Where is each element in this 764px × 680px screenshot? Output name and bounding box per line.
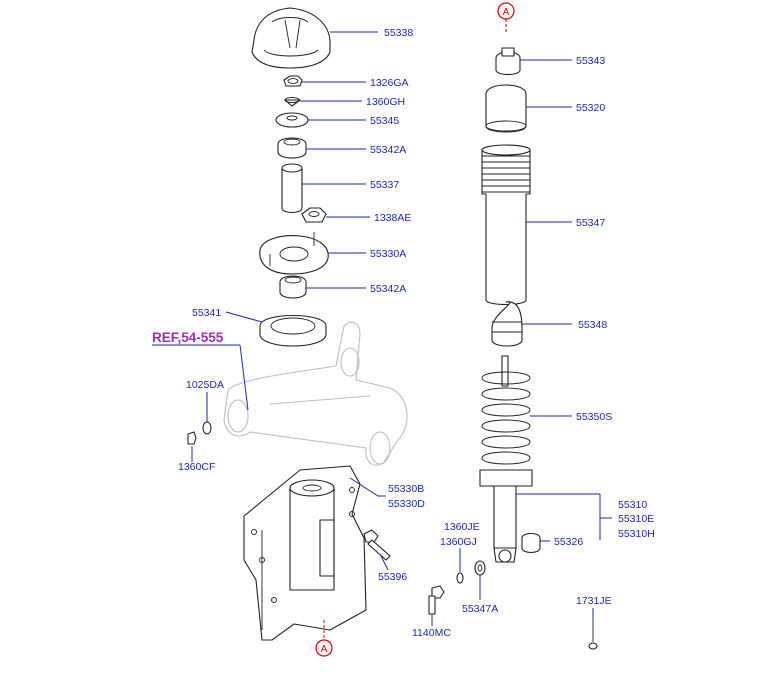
label-55338: 55338 (384, 27, 413, 39)
label-1360GJ: 1360GJ (440, 536, 477, 548)
part-1326GA (283, 75, 303, 87)
leader-lines (152, 31, 612, 626)
label-55330D: 55330D (388, 498, 425, 510)
part-55342A-top (277, 137, 307, 159)
part-55396 (363, 529, 391, 561)
part-55342A-bottom (279, 275, 307, 299)
part-1360GJ (456, 572, 464, 584)
label-55348: 55348 (578, 319, 607, 331)
part-55341 (259, 314, 327, 347)
label-1731JE: 1731JE (576, 595, 612, 607)
label-55342A-top: 55342A (370, 144, 406, 156)
label-1025DA: 1025DA (186, 379, 224, 391)
part-1360GH (284, 97, 301, 107)
part-55326 (521, 532, 541, 554)
part-55330A (259, 232, 329, 275)
label-55350S: 55350S (576, 411, 612, 423)
label-55326: 55326 (554, 536, 583, 548)
label-55337: 55337 (370, 179, 399, 191)
part-55338 (251, 7, 331, 69)
label-55345: 55345 (370, 115, 399, 127)
label-55310: 55310 (618, 499, 647, 511)
label-1360CF: 1360CF (178, 461, 215, 473)
part-55320 (485, 84, 527, 133)
part-1731JE (588, 618, 598, 650)
label-1360JE: 1360JE (444, 521, 480, 533)
label-1326GA: 1326GA (370, 77, 409, 89)
svg-text:A: A (321, 644, 328, 655)
marker-top: A (497, 2, 515, 32)
label-55330A: 55330A (370, 248, 406, 260)
part-55310 (493, 485, 517, 563)
label-55320: 55320 (576, 102, 605, 114)
label-1140MC: 1140MC (412, 627, 451, 639)
part-1360CF (187, 431, 197, 445)
part-1338AE (301, 207, 327, 223)
marker-bottom: A (315, 620, 333, 657)
label-55341: 55341 (192, 307, 221, 319)
part-1140MC (428, 585, 445, 615)
label-1360GH: 1360GH (366, 96, 405, 108)
part-upper-arm (223, 321, 408, 466)
part-55337 (281, 163, 303, 214)
label-55342A-bottom: 55342A (370, 283, 406, 295)
svg-text:A: A (503, 7, 510, 18)
label-55347A: 55347A (462, 603, 498, 615)
part-55347A (474, 560, 486, 576)
label-55347: 55347 (576, 217, 605, 229)
part-55345 (275, 112, 309, 128)
part-55348 (491, 301, 523, 347)
label-1338AE: 1338AE (374, 212, 411, 224)
label-55396: 55396 (378, 571, 407, 583)
part-55330B-tower (243, 465, 367, 641)
part-55350S (479, 355, 533, 487)
label-55310E: 55310E (618, 513, 654, 525)
label-55343: 55343 (576, 55, 605, 67)
label-55310H: 55310H (618, 528, 655, 540)
label-55330B: 55330B (388, 483, 424, 495)
label-ref: REF,54-555 (152, 330, 224, 345)
part-55343 (495, 47, 521, 76)
part-1025DA (202, 421, 212, 435)
part-55347 (481, 144, 531, 306)
